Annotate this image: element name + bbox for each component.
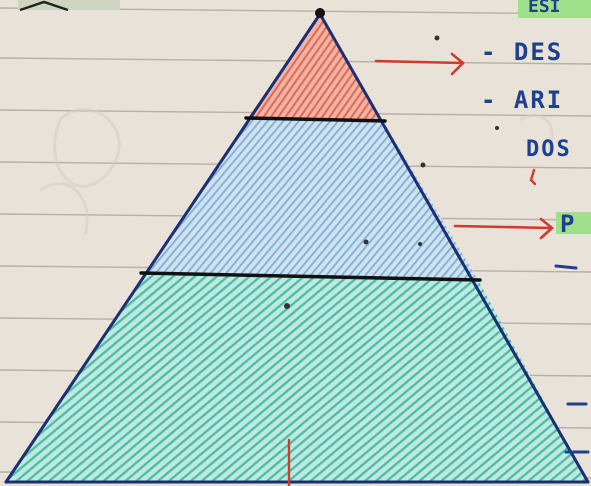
pyramid-base-section <box>6 274 588 482</box>
pyramid-outline <box>4 12 590 484</box>
note-line-3: DOS <box>526 137 572 162</box>
note-fragment-top: ESI <box>528 0 561 17</box>
red-pen-marks <box>287 168 537 486</box>
red-arrow-icon <box>374 52 465 76</box>
note-line-4: P <box>560 210 574 238</box>
green-highlight <box>518 0 591 18</box>
pencil-dots <box>284 35 499 309</box>
note-line-1: - DES <box>481 38 563 66</box>
background-smudges <box>39 108 554 236</box>
note-dashes <box>554 264 590 454</box>
note-line-2: - ARI <box>481 86 563 114</box>
red-arrow-icon <box>453 217 554 240</box>
section-divider-lines <box>139 116 482 282</box>
pyramid-middle-section <box>145 118 478 280</box>
green-highlight <box>556 212 591 234</box>
pyramid-top-section <box>248 14 383 121</box>
top-left-fragment <box>18 0 120 12</box>
apex-dot-icon <box>315 8 325 18</box>
